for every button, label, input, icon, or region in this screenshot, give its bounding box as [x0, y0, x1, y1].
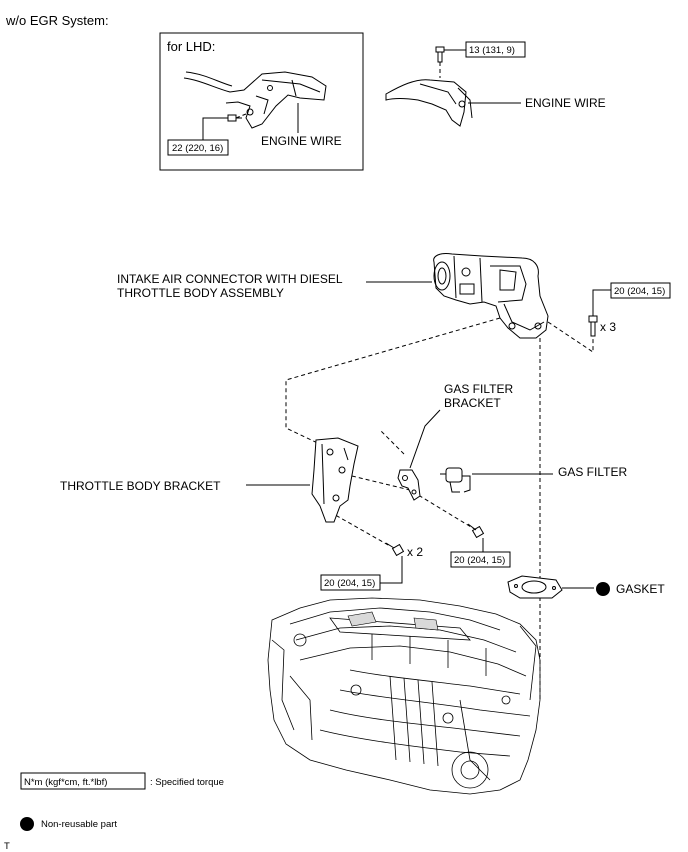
- bracket-bolt-right-torque-box: [450, 551, 511, 568]
- top-bolt: [435, 46, 445, 63]
- lhd-engine-wire-drawing: [183, 71, 327, 129]
- top-torque-value: 13 (131, 9): [469, 45, 515, 56]
- intake-bolt-leader: [592, 289, 612, 316]
- throttle-body-bracket-drawing: [311, 437, 359, 523]
- throttle-bracket-label: THROTTLE BODY BRACKET: [60, 479, 221, 493]
- bracket-bolt-right-torque-value: 20 (204, 15): [454, 555, 505, 566]
- gasket-nonreusable-icon: [596, 582, 610, 596]
- legend-torque-box: [20, 772, 146, 790]
- intake-bolt: [588, 315, 598, 337]
- lhd-torque-value: 22 (220, 16): [172, 143, 223, 154]
- legend-torque-box-text: N*m (kgf*cm, ft.*lbf): [24, 777, 107, 788]
- bracket-bolt-right: [467, 523, 485, 539]
- lhd-torque-leader: [202, 117, 228, 140]
- intake-bolt-torque-value: 20 (204, 15): [614, 286, 665, 297]
- filter-bracket-dashline: [379, 429, 405, 455]
- bracket-bolt-left-leader: [380, 556, 403, 584]
- lhd-torque-box: [167, 139, 229, 156]
- gas-filter-label: GAS FILTER: [558, 465, 627, 479]
- legend-torque-text: : Specified torque: [150, 777, 224, 788]
- gas-filter-bracket-leader: [409, 409, 441, 469]
- intake-label-line2: THROTTLE BODY ASSEMBLY: [117, 286, 284, 300]
- bracket-bolt-left: [385, 542, 405, 557]
- intake-bolt-qty: x 3: [600, 320, 616, 334]
- lhd-inset-title: for LHD:: [167, 39, 215, 54]
- legend: N*m (kgf*cm, ft.*lbf) : Specified torque…: [20, 772, 224, 831]
- top-engine-wire-label: ENGINE WIRE: [525, 96, 606, 110]
- intake-bracket-dashline: [285, 317, 501, 449]
- lhd-engine-wire-label: ENGINE WIRE: [261, 134, 342, 148]
- gas-filter-bracket-drawing: [397, 469, 421, 501]
- legend-nonreusable-icon: [20, 817, 34, 831]
- gas-filter-bracket-label-line1: GAS FILTER: [444, 382, 513, 396]
- gas-filter-drawing: [440, 467, 471, 493]
- intake-air-connector-drawing: [433, 253, 549, 339]
- legend-nonreusable-text: Non-reusable part: [41, 819, 117, 830]
- gas-filter-bracket-label-line2: BRACKET: [444, 396, 501, 410]
- lhd-inset: for LHD: 22 (220, 16) ENGINE WIRE: [159, 32, 364, 171]
- bracket-bolt-left-torque-box: [320, 574, 381, 591]
- gasket-label: GASKET: [616, 582, 665, 596]
- bracket-left-dashline: [329, 511, 391, 547]
- intake-bolt-dashline: [547, 321, 594, 353]
- header-title: w/o EGR System:: [5, 13, 109, 28]
- top-engine-wire-drawing: [385, 79, 473, 127]
- intake-label-line1: INTAKE AIR CONNECTOR WITH DIESEL: [117, 272, 343, 286]
- bracket-bolt-left-qty: x 2: [407, 545, 423, 559]
- intake-bolt-torque-box: [610, 282, 671, 299]
- top-torque-box: [465, 41, 526, 58]
- bracket-bolt-left-torque-value: 20 (204, 15): [324, 578, 375, 589]
- footer-mark: T: [4, 841, 10, 852]
- gasket-drawing: [507, 575, 563, 599]
- engine-drawing: [267, 597, 541, 795]
